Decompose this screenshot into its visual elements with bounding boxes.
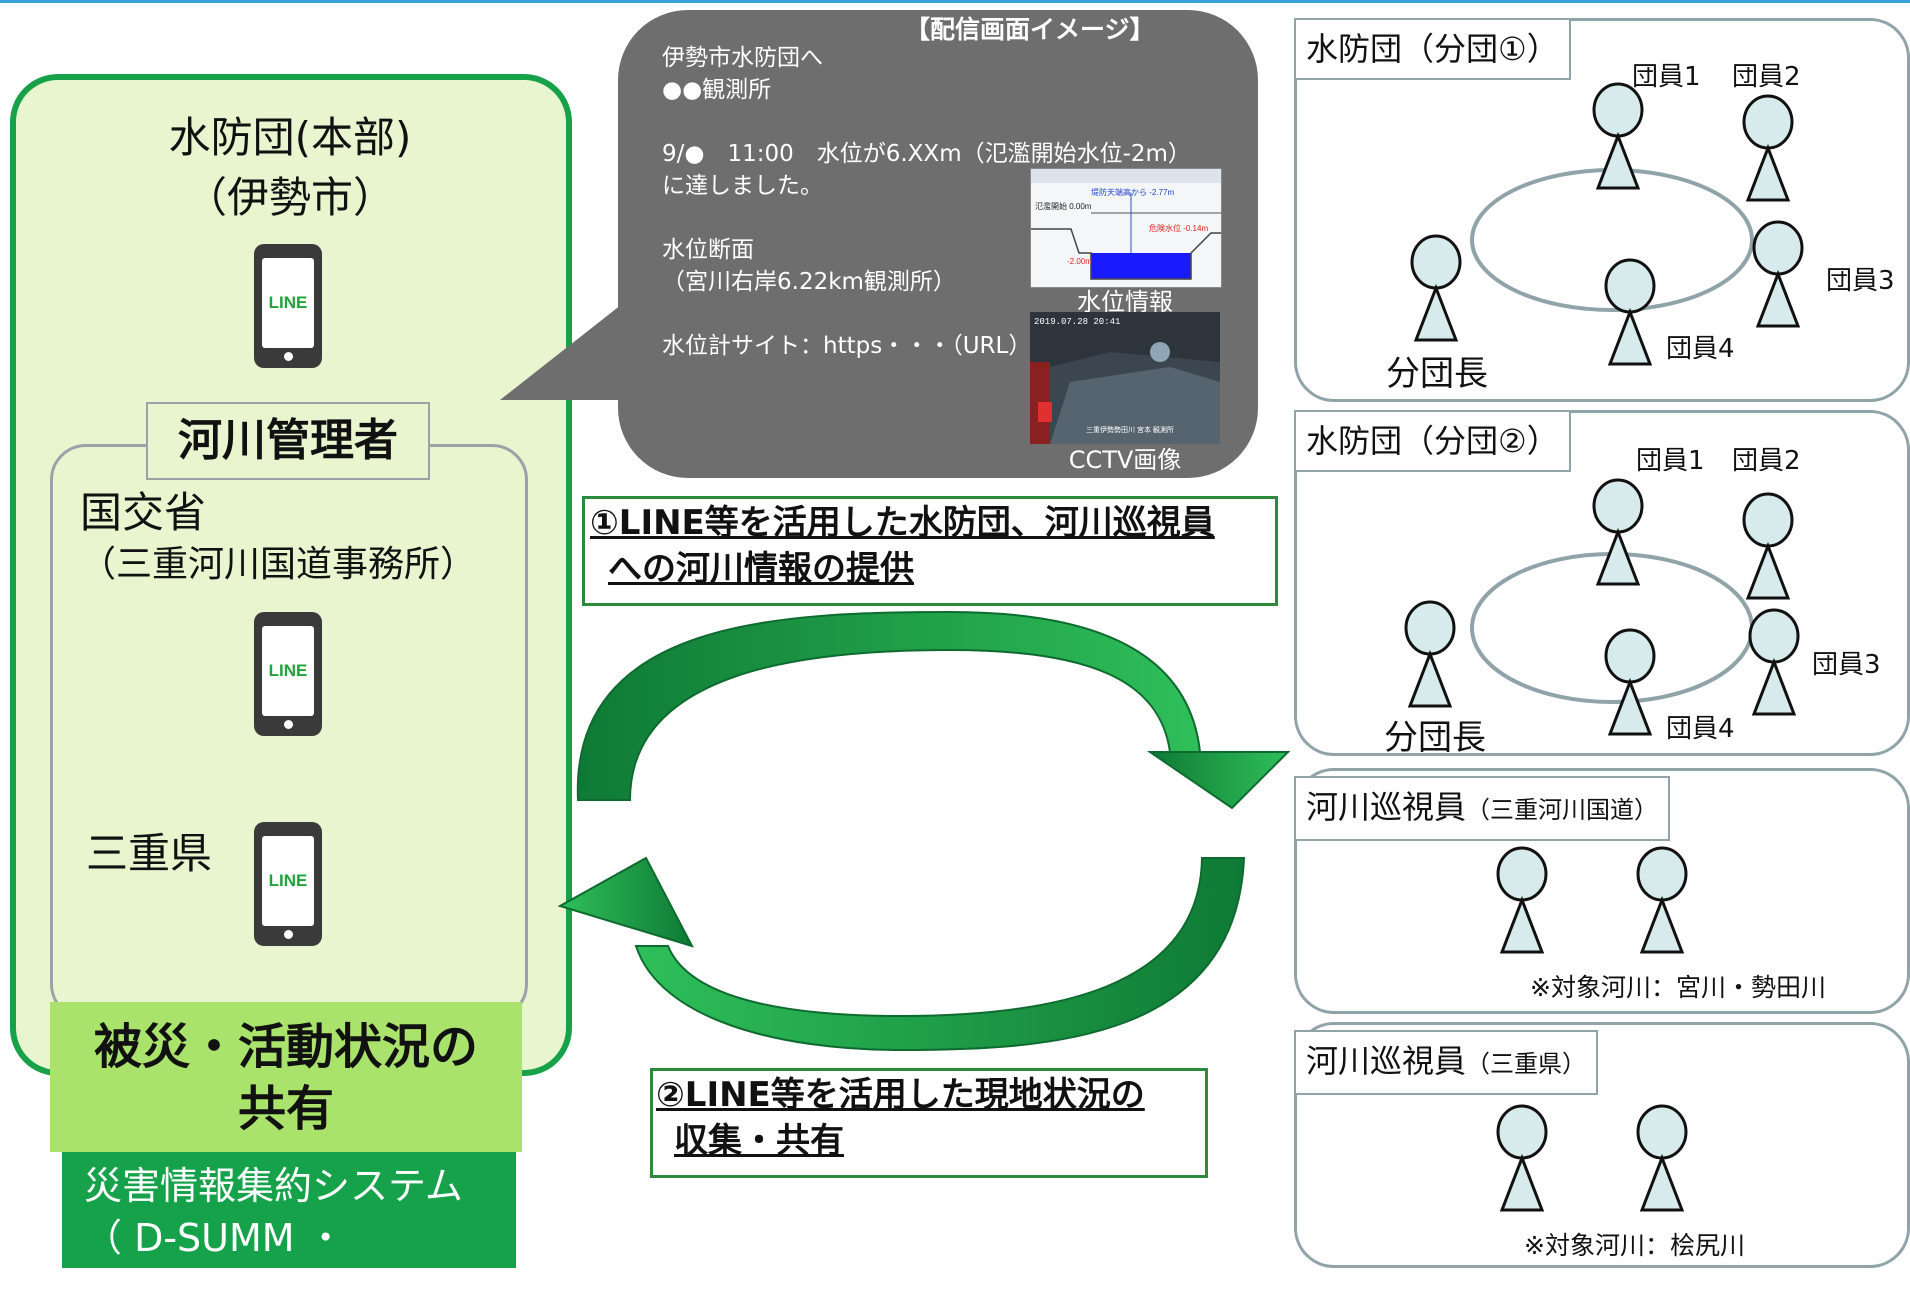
bubble-tail xyxy=(500,290,640,400)
graph-label-level: -2.00m xyxy=(1067,257,1092,266)
leader-label: 分団長 xyxy=(1384,718,1486,758)
water-level-fill xyxy=(1091,253,1191,279)
bubble-line: 水位計サイト：https・・・（URL） xyxy=(662,333,1032,359)
mie-prefecture-label: 三重県 xyxy=(86,829,213,878)
bubble-line: （宮川右岸6.22km観測所） xyxy=(662,269,956,295)
flow1-text: ①LINE等を活用した水防団、河川巡視員 への河川情報の提供 xyxy=(590,500,1215,592)
group-diagram-2 xyxy=(1404,478,1800,736)
member-label: 団員1 xyxy=(1636,446,1705,476)
line-logo: LINE xyxy=(262,258,314,348)
flow2-box xyxy=(650,1068,1208,1178)
group-diagram-4 xyxy=(1496,1104,1688,1212)
member-label: 団員2 xyxy=(1732,62,1801,92)
group-box-1 xyxy=(1294,18,1910,402)
flow2-text: ②LINE等を活用した現地状況の 収集・共有 xyxy=(656,1072,1145,1164)
graph-label-embankment: 堤防天端高から -2.77m xyxy=(1091,187,1174,197)
bubble-header: 【配信画面イメージ】 xyxy=(905,15,1155,44)
cctv-caption: CCTV画像 xyxy=(1068,446,1182,474)
phone-icon: LINE xyxy=(254,612,322,736)
member-label: 団員4 xyxy=(1666,334,1735,364)
cctv-thumbnail: 2019.07.28 20:41 三重伊勢勢田川 宮本 観測所 xyxy=(1030,312,1220,444)
system-line-1: 災害情報集約システム xyxy=(84,1164,463,1208)
hq-title: 水防団(本部) （伊勢市） xyxy=(40,108,540,228)
home-button-dot xyxy=(284,930,293,939)
phone-icon: LINE xyxy=(254,244,322,368)
arrow-top-body xyxy=(576,610,1202,801)
bubble-line: に達しました。 xyxy=(662,173,823,199)
bubble-line: 水位断面 xyxy=(662,237,754,263)
cctv-timestamp: 2019.07.28 20:41 xyxy=(1034,317,1120,327)
group-tag-4-main: 河川巡視員 xyxy=(1306,1042,1467,1080)
member-label: 団員4 xyxy=(1666,714,1735,744)
graph-label-flood-start: 氾濫開始 0.00m xyxy=(1035,201,1092,211)
group-tag-2: 水防団（分団②） xyxy=(1294,410,1571,472)
flow1-line-1: ①LINE等を活用した水防団、河川巡視員 xyxy=(590,503,1215,543)
bubble-line: ●●観測所 xyxy=(662,77,772,103)
group-tag-4-sub: （三重県） xyxy=(1466,1050,1587,1078)
group-tag-3-main: 河川巡視員 xyxy=(1306,788,1467,826)
flow1-box xyxy=(582,496,1278,606)
member-label: 団員3 xyxy=(1826,266,1895,296)
water-level-caption: 水位情報 xyxy=(1077,288,1173,316)
group-tag-3: 河川巡視員（三重河川国道） xyxy=(1294,776,1671,841)
hq-title-sub: （伊勢市） xyxy=(184,173,395,222)
line-logo: LINE xyxy=(262,626,314,716)
graph-label-danger: 危険水位 -0.14m xyxy=(1149,223,1208,233)
flow1-line-2: への河川情報の提供 xyxy=(608,549,914,589)
group-tag-4: 河川巡視員（三重県） xyxy=(1294,1030,1599,1095)
target-river-note: ※対象河川：宮川・勢田川 xyxy=(1530,973,1826,1002)
group-tag-1: 水防団（分団①） xyxy=(1294,18,1571,80)
mlit-title: 国交省 xyxy=(80,488,207,537)
member-label: 団員2 xyxy=(1732,446,1801,476)
cctv-caption-small: 三重伊勢勢田川 宮本 観測所 xyxy=(1086,425,1174,434)
hq-title-main: 水防団(本部) xyxy=(168,113,412,162)
flow2-line-2: 収集・共有 xyxy=(674,1121,844,1161)
arrow-top-head xyxy=(1146,751,1291,810)
line-logo: LINE xyxy=(262,836,314,926)
group-diagram-3 xyxy=(1496,846,1688,954)
arrow-bottom-body xyxy=(634,857,1246,1052)
river-manager-tag: 河川管理者 xyxy=(146,402,430,480)
water-level-graph: 堤防天端高から -2.77m 氾濫開始 0.00m 危険水位 -0.14m -2… xyxy=(1031,169,1221,280)
bubble-line: 伊勢市水防団へ xyxy=(662,45,823,71)
target-river-note: ※対象河川：桧尻川 xyxy=(1524,1231,1745,1260)
phone-icon: LINE xyxy=(254,822,322,946)
bubble-message: 伊勢市水防団へ ●●観測所 9/● 11:00 水位が6.XXm（氾濫開始水位-… xyxy=(662,42,1191,362)
cctv-scene: 2019.07.28 20:41 三重伊勢勢田川 宮本 観測所 xyxy=(1030,312,1220,444)
member-label: 団員1 xyxy=(1632,62,1701,92)
home-button-dot xyxy=(284,720,293,729)
bubble-line: 9/● 11:00 水位が6.XXm（氾濫開始水位-2m） xyxy=(662,141,1191,167)
share-line-1: 被災・活動状況の xyxy=(93,1019,478,1075)
home-button-dot xyxy=(284,352,293,361)
member-label: 団員3 xyxy=(1812,650,1881,680)
group-diagram-1 xyxy=(1410,82,1804,366)
share-line-2: 共有 xyxy=(237,1081,334,1137)
group-tag-3-sub: （三重河川国道） xyxy=(1466,796,1659,824)
damage-activity-share-box: 被災・活動状況の 共有 xyxy=(50,1002,522,1152)
top-accent-line xyxy=(0,0,1910,3)
water-level-thumbnail: 堤防天端高から -2.77m 氾濫開始 0.00m 危険水位 -0.14m -2… xyxy=(1030,168,1222,288)
flow2-line-1: ②LINE等を活用した現地状況の xyxy=(656,1075,1145,1115)
arrow-bottom-head xyxy=(557,856,694,948)
circular-arrows xyxy=(557,610,1291,1052)
mlit-subtitle: （三重河川国道事務所） xyxy=(80,544,477,585)
leader-label: 分団長 xyxy=(1386,354,1488,394)
